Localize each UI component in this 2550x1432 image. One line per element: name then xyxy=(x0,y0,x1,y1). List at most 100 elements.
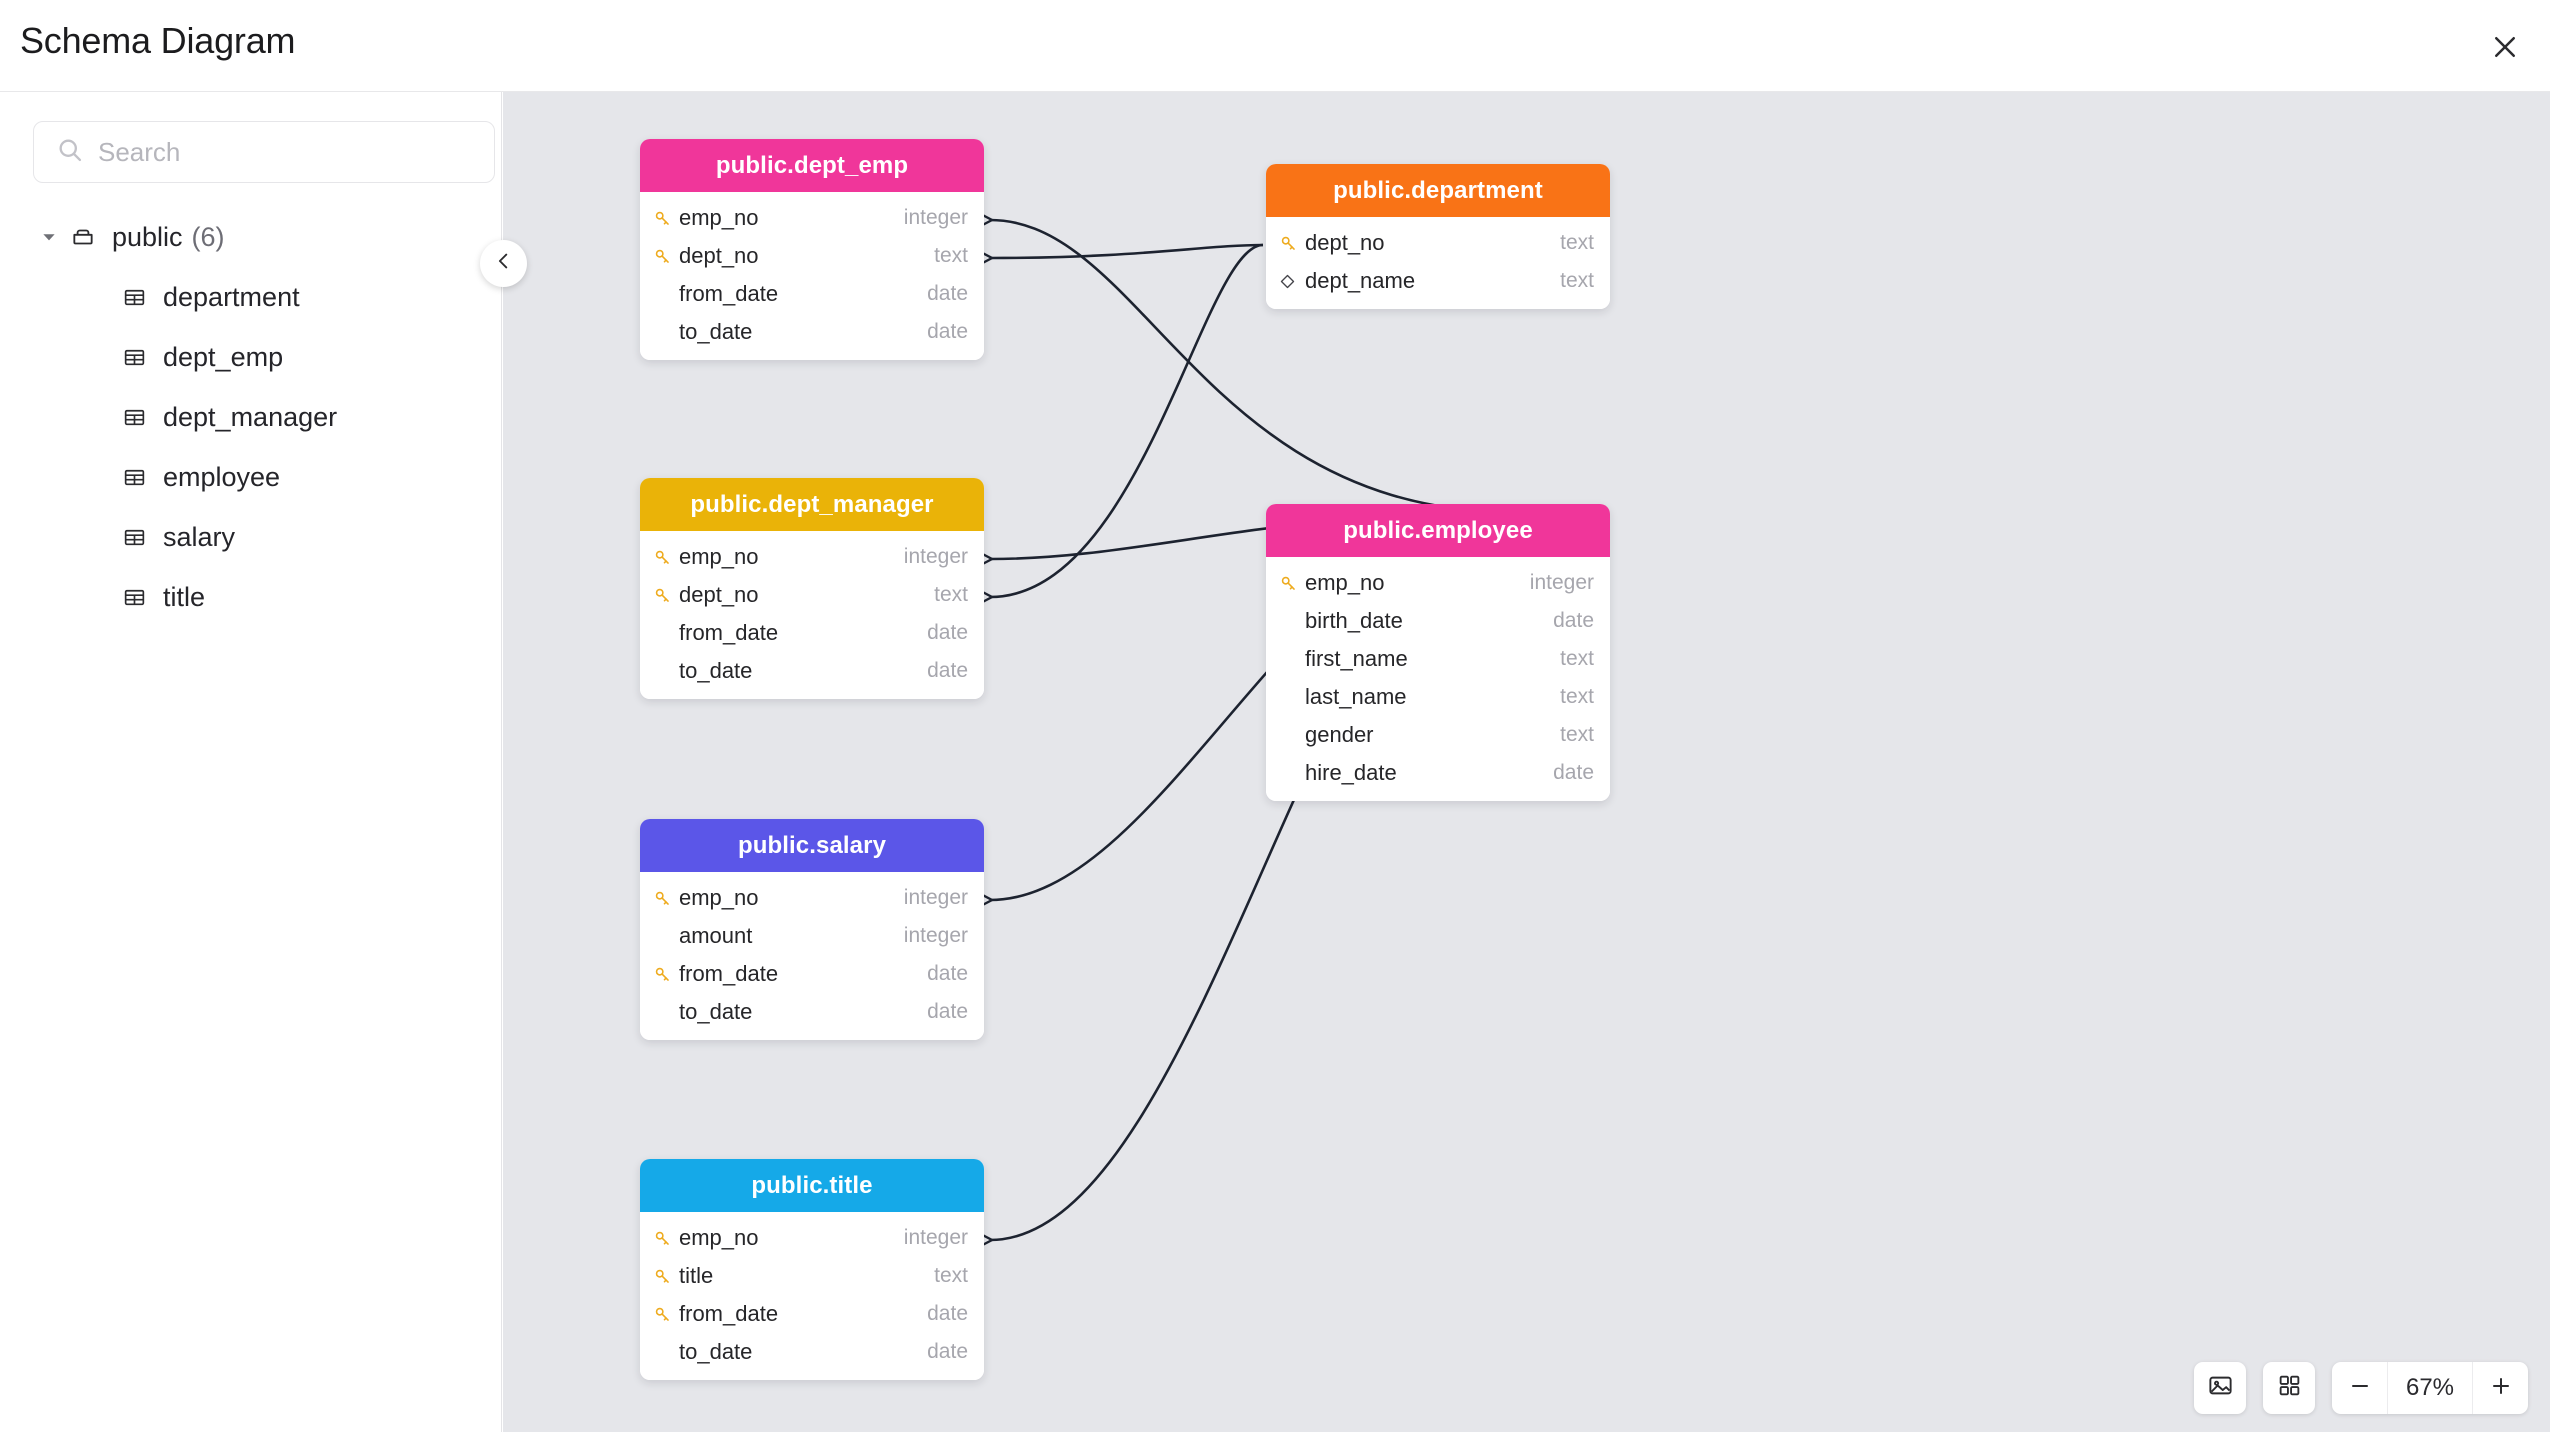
key-icon xyxy=(653,586,679,605)
column-row[interactable]: gender text xyxy=(1266,716,1610,754)
column-row[interactable]: dept_no text xyxy=(640,237,984,275)
column-name: first_name xyxy=(1305,646,1408,671)
column-row[interactable]: title text xyxy=(640,1257,984,1295)
column-name: dept_no xyxy=(679,582,759,607)
column-row[interactable]: dept_no text xyxy=(1266,224,1610,262)
column-type: date xyxy=(927,320,968,343)
column-name: to_date xyxy=(679,319,753,344)
table-node-salary[interactable]: public.salary emp_no integer amount inte… xyxy=(640,819,984,1040)
table-node-dept_manager[interactable]: public.dept_manager emp_no integer xyxy=(640,478,984,699)
column-row[interactable]: first_name text xyxy=(1266,640,1610,678)
column-type: date xyxy=(927,962,968,985)
column-type: date xyxy=(927,1302,968,1325)
tree-item-dept_emp[interactable]: dept_emp xyxy=(0,327,502,387)
column-row[interactable]: last_name text xyxy=(1266,678,1610,716)
column-type: text xyxy=(1560,231,1594,254)
column-name: emp_no xyxy=(679,544,759,569)
key-icon xyxy=(653,1229,679,1248)
sidebar-collapse-button[interactable] xyxy=(480,240,527,287)
edge-dept_manager-department xyxy=(989,243,1264,599)
key-icon xyxy=(1279,234,1305,253)
column-row[interactable]: to_date date xyxy=(640,652,984,690)
table-node-department[interactable]: public.department dept_no text xyxy=(1266,164,1610,309)
diagram-canvas[interactable]: public.dept_emp emp_no integer xyxy=(503,92,2550,1432)
column-name: to_date xyxy=(679,658,753,683)
table-icon xyxy=(122,285,147,310)
column-row[interactable]: dept_name text xyxy=(1266,262,1610,300)
canvas-toolbar: 67% xyxy=(2194,1362,2528,1414)
tree-item-title[interactable]: title xyxy=(0,567,502,627)
edge-dept_emp-employee xyxy=(989,218,1514,514)
column-type: integer xyxy=(903,1226,968,1249)
column-row[interactable]: from_date date xyxy=(640,1295,984,1333)
plus-icon xyxy=(2489,1374,2513,1403)
auto-layout-button[interactable] xyxy=(2263,1362,2315,1414)
tree-item-dept_manager[interactable]: dept_manager xyxy=(0,387,502,447)
column-name: from_date xyxy=(679,961,779,986)
search-icon xyxy=(56,136,84,169)
search-input[interactable] xyxy=(98,136,472,168)
column-row[interactable]: emp_no integer xyxy=(640,1219,984,1257)
column-row[interactable]: amount integer xyxy=(640,917,984,955)
column-row[interactable]: emp_no integer xyxy=(640,199,984,237)
column-row[interactable]: emp_no integer xyxy=(1266,564,1610,602)
column-type: date xyxy=(927,282,968,305)
column-type: text xyxy=(934,244,968,267)
diamond-icon xyxy=(1279,273,1305,290)
tree-label: salary xyxy=(163,521,236,552)
column-type: text xyxy=(934,583,968,606)
search-box[interactable] xyxy=(33,121,495,183)
column-row[interactable]: to_date date xyxy=(640,313,984,351)
column-row[interactable]: from_date date xyxy=(640,275,984,313)
column-row[interactable]: hire_date date xyxy=(1266,754,1610,792)
table-node-title[interactable]: public.title emp_no integer xyxy=(640,1159,984,1380)
key-icon xyxy=(1279,574,1305,593)
page-title: Schema Diagram xyxy=(20,20,296,61)
tree-label: dept_manager xyxy=(163,401,338,432)
zoom-in-button[interactable] xyxy=(2473,1362,2528,1414)
column-type: text xyxy=(1560,723,1594,746)
column-row[interactable]: emp_no integer xyxy=(640,879,984,917)
column-type: date xyxy=(1553,761,1594,784)
table-node-header: public.title xyxy=(640,1159,984,1212)
title-bar: Schema Diagram xyxy=(0,0,2550,92)
column-row[interactable]: birth_date date xyxy=(1266,602,1610,640)
column-row[interactable]: to_date date xyxy=(640,1333,984,1371)
table-node-dept_emp[interactable]: public.dept_emp emp_no integer xyxy=(640,139,984,360)
table-node-header: public.department xyxy=(1266,164,1610,217)
column-type: integer xyxy=(903,206,968,229)
table-node-employee[interactable]: public.employee emp_no integer birth_dat… xyxy=(1266,504,1610,801)
close-button[interactable] xyxy=(2478,20,2532,74)
zoom-out-button[interactable] xyxy=(2332,1362,2387,1414)
table-icon xyxy=(122,465,147,490)
column-row[interactable]: from_date date xyxy=(640,955,984,993)
column-type: date xyxy=(927,621,968,644)
key-icon xyxy=(653,889,679,908)
export-image-button[interactable] xyxy=(2194,1362,2246,1414)
table-icon xyxy=(122,525,147,550)
tree-item-department[interactable]: department xyxy=(0,267,502,327)
key-icon xyxy=(653,548,679,567)
tree-count-public: (6) xyxy=(191,221,225,252)
caret-down-icon[interactable] xyxy=(38,226,60,248)
tree-item-salary[interactable]: salary xyxy=(0,507,502,567)
minus-icon xyxy=(2348,1374,2372,1403)
column-type: text xyxy=(934,1264,968,1287)
tree-item-employee[interactable]: employee xyxy=(0,447,502,507)
tree-label: employee xyxy=(163,461,281,492)
sidebar: public (6) department xyxy=(0,92,502,1432)
zoom-level-label[interactable]: 67% xyxy=(2387,1362,2473,1414)
column-row[interactable]: to_date date xyxy=(640,993,984,1031)
table-icon xyxy=(122,585,147,610)
column-name: title xyxy=(679,1263,714,1288)
column-row[interactable]: from_date date xyxy=(640,614,984,652)
column-row[interactable]: emp_no integer xyxy=(640,538,984,576)
tree-item-public[interactable]: public (6) xyxy=(0,207,502,267)
grid-layout-icon xyxy=(2277,1373,2302,1403)
table-node-header: public.dept_emp xyxy=(640,139,984,192)
column-name: birth_date xyxy=(1305,608,1403,633)
column-row[interactable]: dept_no text xyxy=(640,576,984,614)
column-name: to_date xyxy=(679,1339,753,1364)
edge-dept_emp-department xyxy=(989,243,1264,260)
